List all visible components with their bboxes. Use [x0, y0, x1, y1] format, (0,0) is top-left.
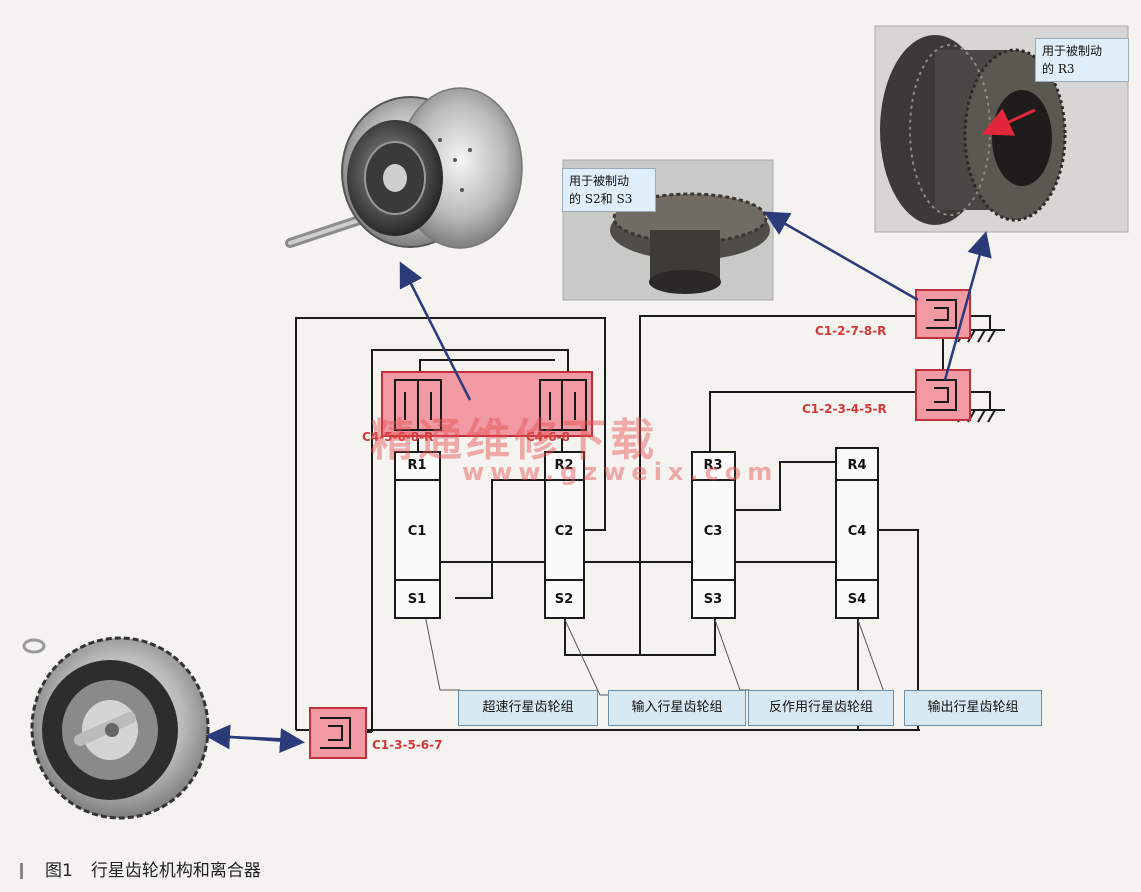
group-overdrive: 超速行星齿轮组 — [458, 690, 598, 726]
callout-r3: 用于被制动 的 R3 — [1035, 38, 1129, 82]
label-c2: C2 — [554, 524, 574, 539]
group-output: 输出行星齿轮组 — [904, 690, 1042, 726]
label-clutch-c1-3-5-6-7: C1-3-5-6-7 — [372, 738, 443, 752]
group-reaction: 反作用行星齿轮组 — [748, 690, 894, 726]
caption-text: 行星齿轮机构和离合器 — [90, 861, 261, 881]
leader-lines — [424, 614, 886, 696]
photo-clutch-hub-bottom — [22, 636, 210, 820]
group-input: 输入行星齿轮组 — [608, 690, 746, 726]
callout-s2-s3-line1: 用于被制动 — [569, 174, 630, 188]
callout-s2-s3: 用于被制动 的 S2和 S3 — [562, 168, 656, 212]
watermark-text: 精通维修下载 — [370, 415, 658, 466]
schematic-lines — [295, 315, 1005, 733]
label-r1: R1 — [407, 458, 427, 473]
callout-s2-s3-line2: 的 S2和 S3 — [569, 192, 633, 206]
label-clutch-c1-2-3-4-5-r: C1-2-3-4-5-R — [802, 402, 887, 416]
label-r4: R4 — [847, 458, 867, 473]
label-c4: C4 — [847, 524, 867, 539]
clutch-c1-3-5-6-7 — [309, 707, 367, 759]
callout-r3-line1: 用于被制动 — [1042, 44, 1103, 58]
label-s1: S1 — [407, 592, 427, 607]
clutch-c1-2-7-8-r — [915, 289, 971, 339]
label-clutch-c1-2-7-8-r: C1-2-7-8-R — [815, 324, 887, 338]
caption-fig-number: 图1 — [45, 861, 73, 881]
label-c1: C1 — [407, 524, 427, 539]
label-s4: S4 — [847, 592, 867, 607]
watermark-url: www.gzweix.com — [462, 458, 779, 486]
callout-r3-line2: 的 R3 — [1042, 62, 1075, 76]
clutch-c4-pack — [381, 371, 593, 437]
planetary-units — [394, 447, 879, 619]
label-r3: R3 — [703, 458, 723, 473]
label-r2: R2 — [554, 458, 574, 473]
arrows — [205, 211, 992, 754]
photo-clutch-drum-top — [270, 87, 530, 270]
caption-bar — [20, 863, 23, 879]
label-s2: S2 — [554, 592, 574, 607]
clutch-c1-2-3-4-5-r — [915, 369, 971, 421]
label-s3: S3 — [703, 592, 723, 607]
label-c3: C3 — [703, 524, 723, 539]
red-arrow — [981, 108, 1036, 136]
label-clutch-c4-right: C4-6-8 — [526, 430, 570, 444]
label-clutch-c4-left: C4-5-6-8-R — [362, 430, 434, 444]
figure-caption: 图1 行星齿轮机构和离合器 — [20, 856, 261, 881]
